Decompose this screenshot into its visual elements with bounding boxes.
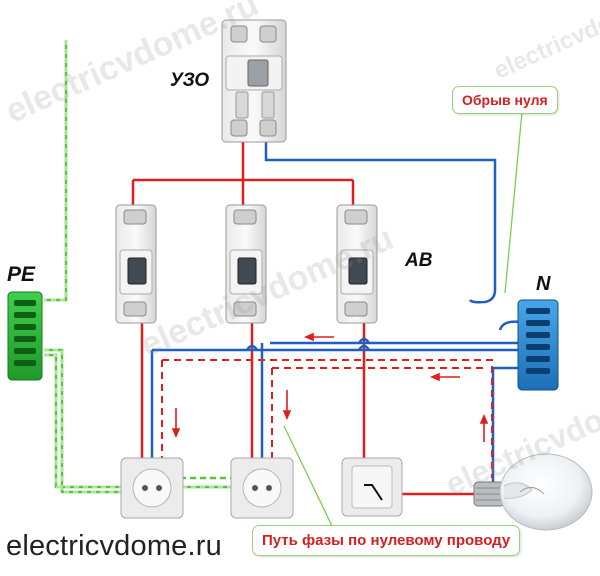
pe-label: PE xyxy=(7,263,36,286)
breakers xyxy=(115,204,378,324)
neutral-wire-rcd-broken xyxy=(264,140,497,304)
break-callout-pointer xyxy=(504,111,523,294)
neutral-wire-broken-end xyxy=(498,320,521,331)
callout-pointers xyxy=(283,111,523,527)
rcd-device xyxy=(221,19,287,143)
site-watermark: electricvdome.ru xyxy=(6,530,222,562)
light-bulb xyxy=(473,453,593,531)
fault-phase-path xyxy=(161,359,493,478)
path-callout-pointer xyxy=(283,425,333,527)
n-label: N xyxy=(536,273,551,295)
breaker-2 xyxy=(225,204,267,324)
rcd-label: УЗО xyxy=(170,70,210,91)
phase-path-callout: Путь фазы по нулевому проводу xyxy=(252,525,521,556)
breakers-label: AB xyxy=(405,250,433,271)
socket-2 xyxy=(230,457,294,519)
pe-busbar xyxy=(7,291,43,381)
breaker-1 xyxy=(115,204,157,324)
n-busbar xyxy=(517,299,559,391)
wire-crossings xyxy=(245,337,371,351)
neutral-wires xyxy=(150,140,521,488)
breaker-3 xyxy=(336,204,378,324)
current-direction-arrows xyxy=(171,332,489,442)
socket-1 xyxy=(120,457,184,519)
neutral-break-callout: Обрыв нуля xyxy=(452,86,558,114)
light-switch xyxy=(341,457,403,517)
